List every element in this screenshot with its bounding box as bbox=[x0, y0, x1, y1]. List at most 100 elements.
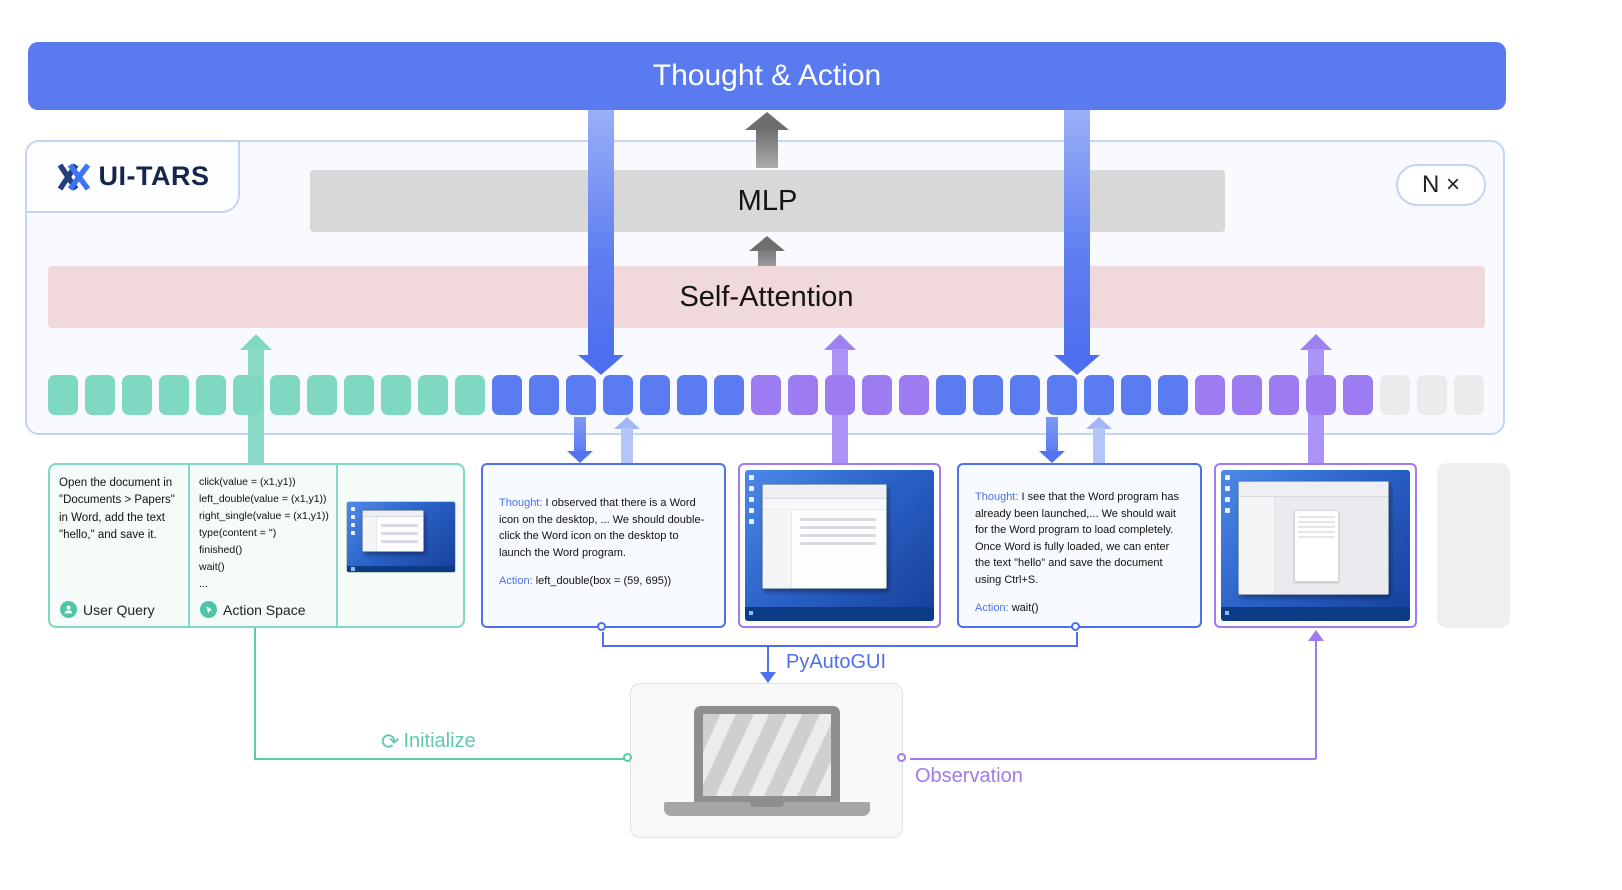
word-window-thumbnail bbox=[1238, 480, 1390, 596]
token-purple bbox=[862, 375, 892, 415]
token-row bbox=[48, 375, 1484, 415]
token-blue bbox=[529, 375, 559, 415]
connector-dot-thought-1 bbox=[597, 622, 606, 631]
thought-action-card-1: Thought: I observed that there is a Word… bbox=[481, 463, 726, 628]
observation-label: Observation bbox=[915, 765, 1023, 787]
token-blue bbox=[973, 375, 1003, 415]
token-blue bbox=[640, 375, 670, 415]
token-blue bbox=[1121, 375, 1151, 415]
action-space-line: left_double(value = (x1,y1)) bbox=[199, 493, 327, 505]
action-paragraph-2: Action: wait() bbox=[975, 600, 1184, 617]
connector-dot-thought-2 bbox=[1071, 622, 1080, 631]
connector-dot-initialize bbox=[623, 753, 632, 762]
action-paragraph-1: Action: left_double(box = (59, 695)) bbox=[499, 573, 708, 590]
pyautogui-connector-line bbox=[1076, 632, 1078, 646]
refresh-icon: ⟳ bbox=[381, 728, 400, 754]
token-purple bbox=[1232, 375, 1262, 415]
token-blue bbox=[1084, 375, 1114, 415]
token-teal bbox=[270, 375, 300, 415]
desktop-icons bbox=[1225, 475, 1230, 513]
token-gray bbox=[1454, 375, 1484, 415]
token-purple bbox=[825, 375, 855, 415]
token-blue bbox=[492, 375, 522, 415]
user-query-label: User Query bbox=[83, 601, 155, 618]
attention-to-mlp-arrow bbox=[749, 236, 785, 266]
observation-connector-line bbox=[910, 758, 1316, 760]
environment-box bbox=[630, 683, 903, 838]
self-attention-layer: Self-Attention bbox=[48, 266, 1485, 328]
taskbar-thumbnail bbox=[1221, 607, 1410, 621]
action-space-line: ... bbox=[199, 578, 208, 590]
action-space-line: wait() bbox=[199, 561, 225, 573]
word-screenshot-thumbnail bbox=[1221, 470, 1410, 621]
token-blue bbox=[1158, 375, 1188, 415]
token-teal bbox=[418, 375, 448, 415]
token-purple bbox=[751, 375, 781, 415]
token-purple bbox=[1269, 375, 1299, 415]
person-icon bbox=[60, 601, 77, 618]
token-gray bbox=[1380, 375, 1410, 415]
action-space-line: click(value = (x1,y1)) bbox=[199, 476, 296, 488]
token-purple bbox=[1195, 375, 1225, 415]
pyautogui-label: PyAutoGUI bbox=[786, 651, 887, 673]
token-blue bbox=[1047, 375, 1077, 415]
action-space-line: finished() bbox=[199, 544, 243, 556]
token-teal bbox=[381, 375, 411, 415]
taskbar-thumbnail bbox=[745, 607, 934, 621]
window-thumbnail bbox=[361, 510, 425, 553]
token-blue bbox=[603, 375, 633, 415]
ui-tars-logo-text: UI-TARS bbox=[98, 161, 210, 191]
action-label-2: Action: bbox=[975, 602, 1009, 614]
desktop-icons bbox=[749, 475, 754, 524]
token-gray bbox=[1417, 375, 1447, 415]
token-purple bbox=[899, 375, 929, 415]
token-blue bbox=[714, 375, 744, 415]
action-space-label-row: Action Space bbox=[200, 601, 306, 618]
user-query-label-row: User Query bbox=[60, 601, 155, 618]
observation-card-2 bbox=[1214, 463, 1417, 628]
token-teal bbox=[196, 375, 226, 415]
laptop-screen bbox=[702, 713, 831, 796]
connector-dot-observation bbox=[897, 753, 906, 762]
laptop-icon bbox=[693, 705, 840, 802]
token-teal bbox=[48, 375, 78, 415]
token-purple bbox=[1343, 375, 1373, 415]
next-step-placeholder bbox=[1437, 463, 1510, 628]
action-label-1: Action: bbox=[499, 575, 533, 587]
token-purple bbox=[788, 375, 818, 415]
user-query-panel: Open the document in "Documents > Papers… bbox=[50, 465, 190, 626]
initialize-label: Initialize bbox=[403, 730, 476, 752]
tokens-to-thought-arrow-1 bbox=[567, 417, 593, 463]
laptop-base bbox=[663, 801, 870, 816]
token-blue bbox=[936, 375, 966, 415]
self-attention-label: Self-Attention bbox=[679, 280, 854, 313]
ui-tars-logo-icon bbox=[57, 162, 90, 191]
initialize-label-row: ⟳ Initialize bbox=[381, 730, 476, 753]
thought-action-card-2: Thought: I see that the Word program has… bbox=[957, 463, 1202, 628]
repeat-n-badge: N × bbox=[1396, 164, 1486, 206]
token-teal bbox=[159, 375, 189, 415]
token-teal bbox=[455, 375, 485, 415]
cursor-icon bbox=[200, 601, 217, 618]
thought-body-1: I observed that there is a Word icon on … bbox=[499, 497, 705, 559]
token-teal bbox=[233, 375, 263, 415]
document-page-thumbnail bbox=[1294, 509, 1339, 582]
token-blue bbox=[566, 375, 596, 415]
mlp-label: MLP bbox=[737, 184, 798, 217]
thought-action-feedback-arrow-2 bbox=[1054, 110, 1100, 375]
repeat-n-label: N × bbox=[1421, 171, 1460, 198]
explorer-screenshot-thumbnail bbox=[745, 470, 934, 621]
token-teal bbox=[122, 375, 152, 415]
token-blue bbox=[1010, 375, 1040, 415]
observation-card-1 bbox=[738, 463, 941, 628]
thought-paragraph-1: Thought: I observed that there is a Word… bbox=[499, 495, 708, 561]
initial-screenshot-panel bbox=[338, 465, 463, 626]
thought-to-tokens-arrow-2 bbox=[1086, 417, 1112, 463]
user-query-text: Open the document in "Documents > Papers… bbox=[59, 477, 175, 541]
action-space-lines: click(value = (x1,y1)) left_double(value … bbox=[199, 474, 329, 593]
ui-tars-logo: UI-TARS bbox=[27, 142, 240, 213]
taskbar-thumbnail bbox=[346, 565, 455, 572]
pyautogui-connector-line bbox=[767, 646, 769, 673]
token-teal bbox=[307, 375, 337, 415]
